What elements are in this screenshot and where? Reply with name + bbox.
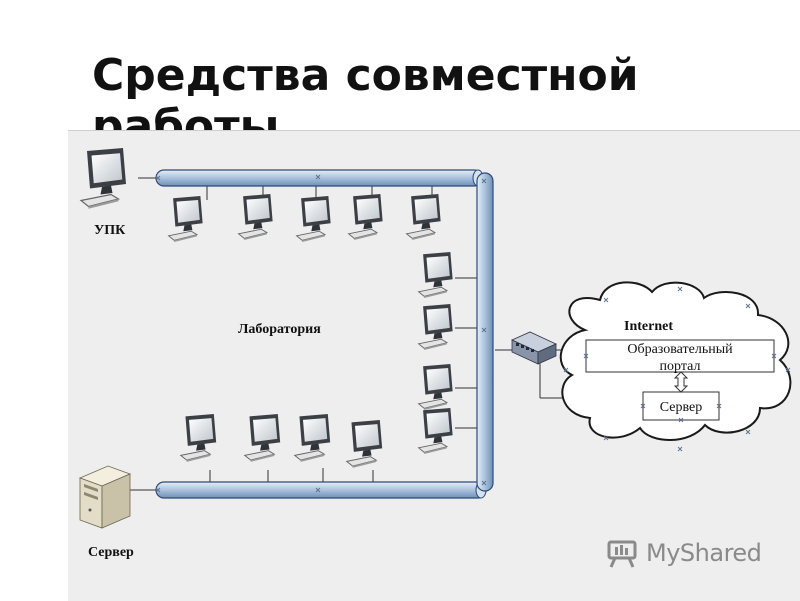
bus-bottom-pipe (155, 481, 487, 499)
computer-icon (237, 194, 274, 241)
cloud-server-label: Сервер (660, 400, 702, 415)
portal-label-line1: Образовательный (627, 342, 733, 357)
slide-title: Средства совместной работы (92, 50, 639, 152)
myshared-watermark: MyShared (606, 536, 762, 570)
computer-icon (417, 364, 454, 411)
computer-icon (417, 252, 454, 299)
computer-icon (347, 194, 384, 241)
server-label: Сервер (88, 545, 134, 560)
myshared-logo-icon (607, 540, 637, 568)
computer-icon (405, 194, 442, 241)
lab-label: Лаборатория (238, 322, 321, 337)
lab-computers-bottom-row (180, 414, 383, 469)
server-tower-icon (78, 465, 132, 529)
bus-right-pipe (476, 172, 494, 492)
computer-icon (180, 414, 217, 463)
double-arrow-icon (673, 371, 689, 393)
internet-label: Internet (624, 319, 673, 334)
computer-icon (295, 196, 332, 243)
computer-icon (167, 196, 204, 243)
computer-icon (294, 414, 331, 463)
computer-icon (244, 414, 281, 463)
upk-label: УПК (94, 223, 126, 238)
network-switch-icon (511, 331, 557, 365)
lab-computers-right-column (417, 252, 454, 455)
computer-icon (417, 408, 454, 455)
portal-box (583, 339, 777, 373)
lab-computers-top-row (167, 194, 442, 243)
portal-label-line2: портал (660, 359, 701, 374)
computer-icon (417, 304, 454, 351)
upk-computer-icon (80, 148, 127, 210)
cloud-server-box (640, 391, 722, 423)
myshared-text: MyShared (646, 539, 762, 567)
computer-icon (346, 420, 383, 469)
